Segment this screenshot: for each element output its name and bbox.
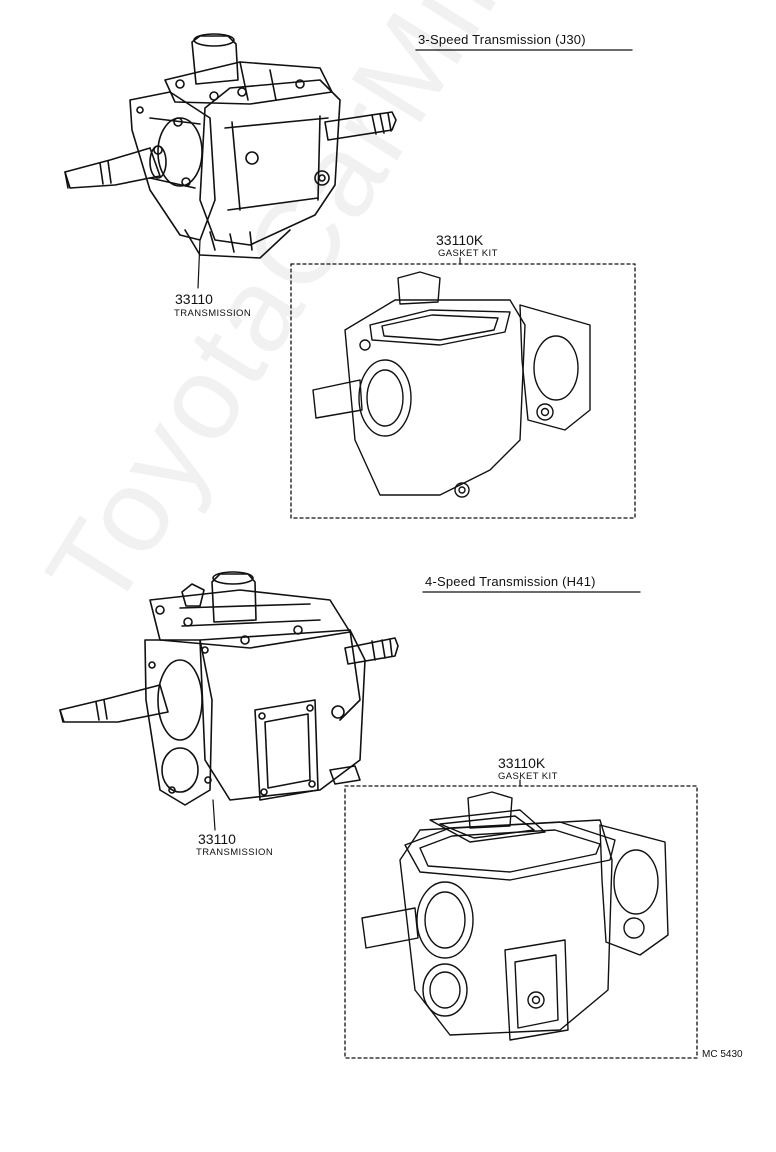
h41-gasket-drawing: [361, 791, 669, 1041]
j30-transmission-drawing: [64, 33, 397, 289]
j30-section-title: 3-Speed Transmission (J30): [418, 32, 586, 47]
figure-code: MC 5430: [702, 1049, 743, 1060]
h41-section-title: 4-Speed Transmission (H41): [425, 574, 596, 589]
j30-gasket-drawing: [312, 271, 591, 498]
h41-gasket-kit-part-number: 33110K: [498, 755, 546, 771]
h41-gasket-kit-label: GASKET KIT: [498, 771, 558, 782]
j30-gasket-kit-box: [290, 263, 636, 519]
j30-transmission-label: TRANSMISSION: [174, 308, 252, 319]
h41-transmission-label: TRANSMISSION: [196, 847, 274, 858]
h41-transmission-part-number: 33110: [198, 831, 236, 847]
h41-gasket-kit-box: [344, 785, 698, 1059]
j30-gasket-kit-label: GASKET KIT: [438, 248, 498, 259]
j30-gasket-kit-part-number: 33110K: [436, 232, 484, 248]
h41-transmission-drawing: [59, 571, 399, 831]
j30-transmission-part-number: 33110: [175, 291, 213, 307]
